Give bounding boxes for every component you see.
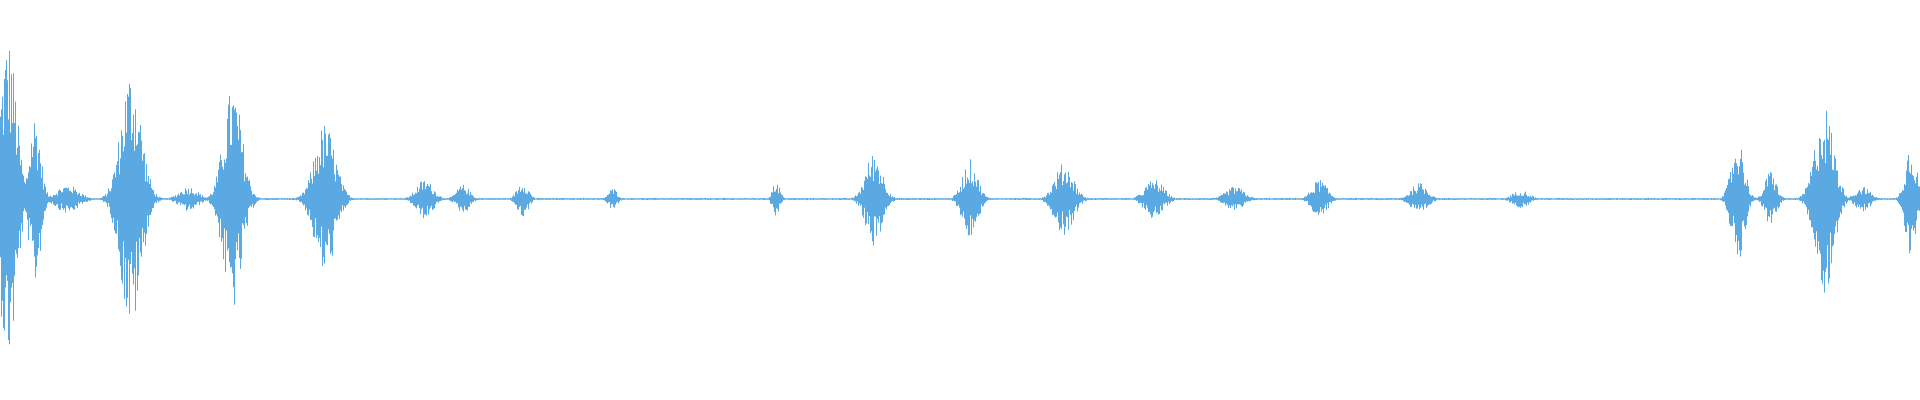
waveform-amplitude-bars xyxy=(0,50,1920,345)
